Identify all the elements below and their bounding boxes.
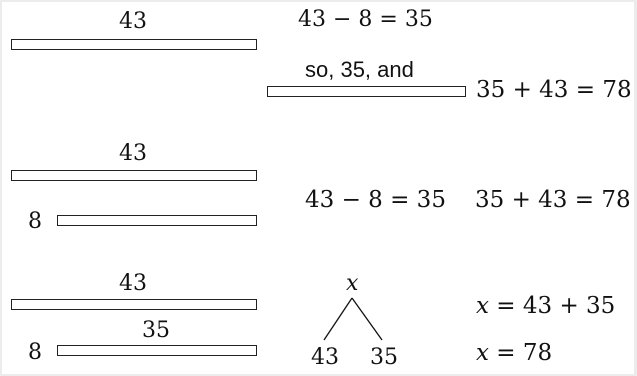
row3-top-tape-bar — [11, 299, 257, 310]
equation-result-rest: = 78 — [488, 340, 553, 366]
row3-equation-x-sum: x = 43 + 35 — [476, 295, 615, 318]
row2-bottom-bar-label: 8 — [28, 209, 42, 234]
variable-x: x — [476, 340, 489, 366]
row1-answer-blank — [267, 86, 466, 97]
row3-bottom-bar-label: 8 — [28, 340, 42, 365]
row1-addition-equation: 35 + 43 = 78 — [476, 77, 632, 103]
row2-subtraction-equation: 43 − 8 = 35 — [305, 187, 446, 213]
tree-root-x: x — [346, 271, 359, 296]
variable-x: x — [476, 293, 489, 319]
row1-subtraction-equation: 43 − 8 = 35 — [298, 7, 433, 32]
row3-equation-x-result: x = 78 — [476, 342, 552, 365]
row3-top-bar-label: 43 — [119, 271, 147, 296]
tree-right-branch — [351, 297, 383, 341]
row2-top-tape-bar — [11, 170, 257, 181]
row1-bar-label: 43 — [119, 9, 147, 34]
row3-bottom-tape-bar — [57, 345, 257, 356]
row1-so-text: so, 35, and — [305, 57, 414, 82]
row1-tape-bar — [11, 39, 257, 50]
tree-right-leaf: 35 — [370, 345, 398, 370]
tree-left-leaf: 43 — [311, 345, 339, 370]
row2-bottom-tape-bar — [57, 215, 257, 226]
equation-sum-rest: = 43 + 35 — [488, 293, 616, 319]
row3-middle-bar-label: 35 — [142, 318, 170, 343]
row2-top-bar-label: 43 — [119, 141, 147, 166]
row2-addition-equation: 35 + 43 = 78 — [475, 187, 631, 213]
tree-left-branch — [323, 297, 353, 341]
